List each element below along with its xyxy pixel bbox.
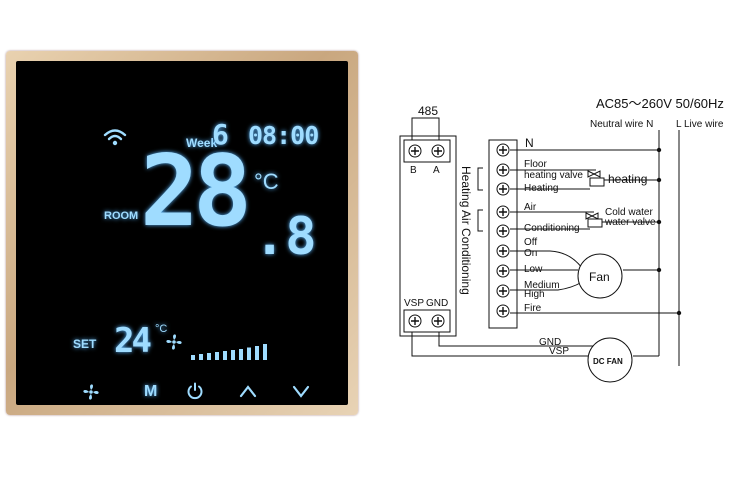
fan-label: Fan [589,270,610,284]
terminal-a-label: A [433,165,440,176]
dc-fan-label: DC FAN [593,357,623,366]
fan-symbol [577,253,623,299]
thermostat-screen: Week 6 08:00 ROOM 28 °C .8 SET 24 °C [16,61,348,405]
power-supply-label: AC85～260V 50/60Hz [596,96,724,111]
row-n-label: N [525,136,534,150]
thermostat-panel: Week 6 08:00 ROOM 28 °C .8 SET 24 °C [6,51,358,415]
chevron-down-icon[interactable] [292,383,310,399]
room-temperature: 28 [140,135,252,249]
clock-display: 08:00 [248,121,319,150]
row-floor-valve-label: heating valve [524,170,583,181]
room-label: ROOM [104,210,139,222]
water-valve-label: water valve [604,217,656,228]
room-temperature-decimal: .8 [254,207,317,267]
terminal-gnd-label: GND [426,298,448,309]
row-medium-label: Medium [524,280,560,291]
floor-heating-valve-icon [587,170,605,187]
terminal-b-label: B [410,165,417,176]
vertical-label: Heating Air Conditioning [459,166,473,295]
row-heating-label: Heating [524,183,558,194]
row-conditioning-label: Conditioning [524,223,580,234]
row-fire-label: Fire [524,303,542,314]
row-high-label: High [524,289,545,300]
cold-water-label: Cold water [605,207,653,218]
gnd-wire-label: GND [539,337,561,348]
cold-water-valve-icon [585,212,603,228]
power-icon[interactable] [186,382,204,400]
row-off-label: Off [524,237,537,248]
mode-button[interactable]: M [144,383,158,400]
set-label: SET [73,337,97,351]
fan-icon [166,334,182,350]
row-on-label: On [524,248,537,259]
row-floor-label: Floor [524,159,547,170]
wifi-icon [103,129,127,146]
terminal-485-label: 485 [418,104,438,118]
row-low-label: Low [524,264,543,275]
live-wire-label: L Live wire [676,119,724,130]
dc-fan-symbol [587,337,633,383]
room-temperature-unit: °C [254,169,279,194]
fan-speed-bars [191,344,267,360]
week-day-value: 6 [212,118,229,151]
set-temperature: 24 [114,321,152,361]
week-label: Week [186,136,218,150]
chevron-up-icon[interactable] [239,383,257,399]
vsp-wire-label: VSP [549,346,569,357]
fan-button-icon[interactable] [82,383,100,401]
terminal-vsp-label: VSP [404,298,424,309]
row-air-label: Air [524,202,537,213]
heating-valve-label: heating [608,172,647,186]
neutral-wire-label: Neutral wire N [590,119,653,130]
set-temperature-unit: °C [155,323,168,335]
